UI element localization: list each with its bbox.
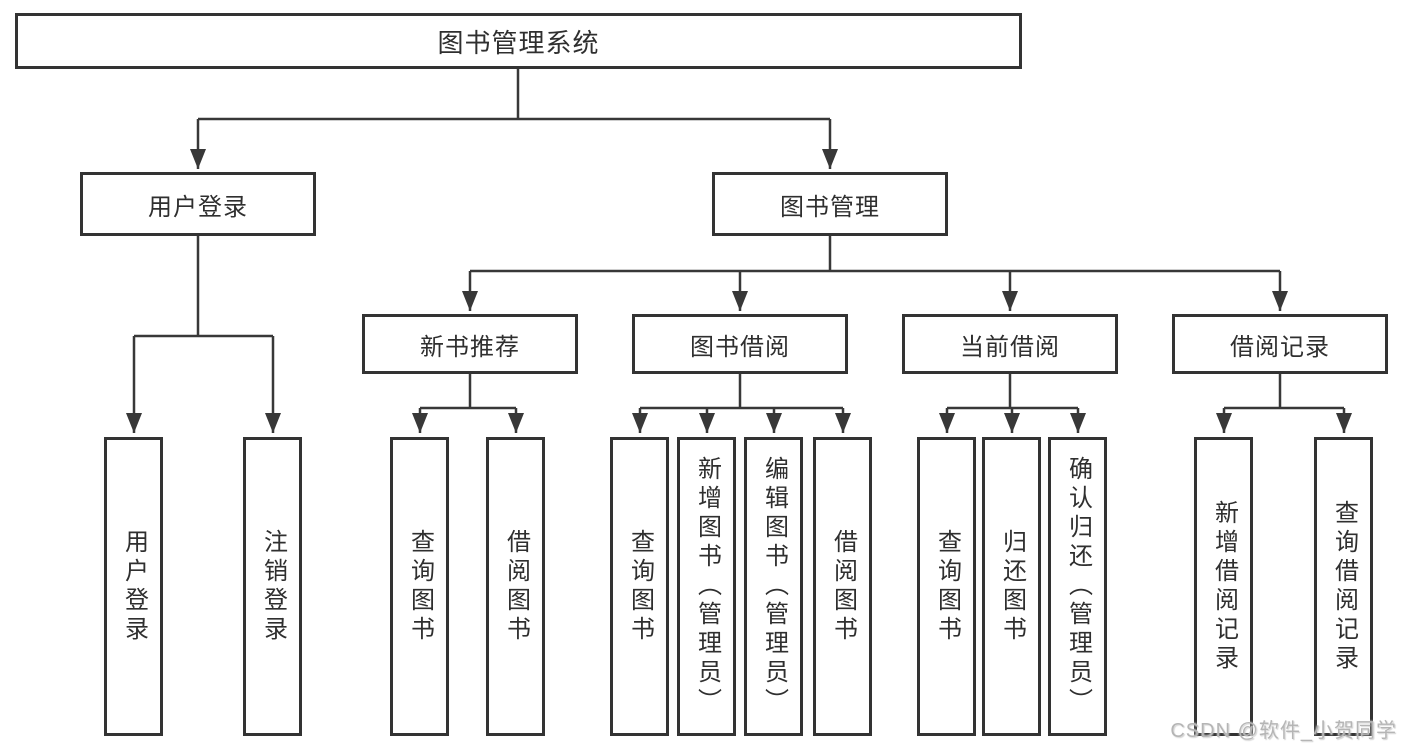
leaf-records-add-record: 新增借阅记录 [1194,437,1253,736]
leaf-recommend-borrow-book: 借阅图书 [486,437,545,736]
node-label: 查询借阅记录 [1330,499,1358,674]
node-label: 借阅记录 [1230,333,1330,361]
node-label: 注销登录 [259,528,287,645]
connector-login [134,236,273,338]
leaf-logout: 注销登录 [243,437,302,736]
node-label: 借阅图书 [502,528,530,645]
leaf-borrow-edit-book-admin: 编辑图书（管理员） [744,437,803,736]
node-new-book-recommend: 新书推荐 [362,314,578,374]
leaf-current-return-book: 归还图书 [982,437,1041,736]
leaf-borrow-query-book: 查询图书 [610,437,669,736]
node-label: 编辑图书（管理员） [760,456,788,717]
leaf-recommend-query-book: 查询图书 [390,437,449,736]
node-label: 新增图书（管理员） [693,456,721,717]
connector-book-management [470,236,1280,273]
node-label: 当前借阅 [960,333,1060,361]
connector-borrow [640,374,843,410]
node-label: 图书借阅 [690,333,790,361]
connector-recommend [420,374,516,410]
node-label: 确认归还（管理员） [1064,456,1092,717]
node-system: 图书管理系统 [15,13,1022,69]
connector-records [1224,374,1344,410]
node-book-management: 图书管理 [712,172,948,236]
connector-root [198,69,830,121]
leaf-user-login: 用户登录 [104,437,163,736]
node-label: 图书管理系统 [437,27,600,58]
node-label: 借阅图书 [829,528,857,645]
node-book-borrow: 图书借阅 [632,314,848,374]
leaf-borrow-borrow-book: 借阅图书 [813,437,872,736]
node-label: 查询图书 [933,528,961,645]
leaf-borrow-add-book-admin: 新增图书（管理员） [677,437,736,736]
node-label: 新书推荐 [420,333,520,361]
node-current-borrow: 当前借阅 [902,314,1118,374]
leaf-current-confirm-return-admin: 确认归还（管理员） [1048,437,1107,736]
node-label: 图书管理 [780,193,880,221]
node-login: 用户登录 [80,172,316,236]
leaf-current-query-book: 查询图书 [917,437,976,736]
node-label: 用户登录 [148,193,248,221]
node-label: 用户登录 [120,528,148,645]
watermark: CSDN @软件_小贺同学 [1170,720,1397,742]
leaf-records-query-record: 查询借阅记录 [1314,437,1373,736]
node-borrow-records: 借阅记录 [1172,314,1388,374]
connector-current [947,374,1078,410]
node-label: 新增借阅记录 [1210,499,1238,674]
node-label: 查询图书 [626,528,654,645]
node-label: 查询图书 [406,528,434,645]
node-label: 归还图书 [998,528,1026,645]
